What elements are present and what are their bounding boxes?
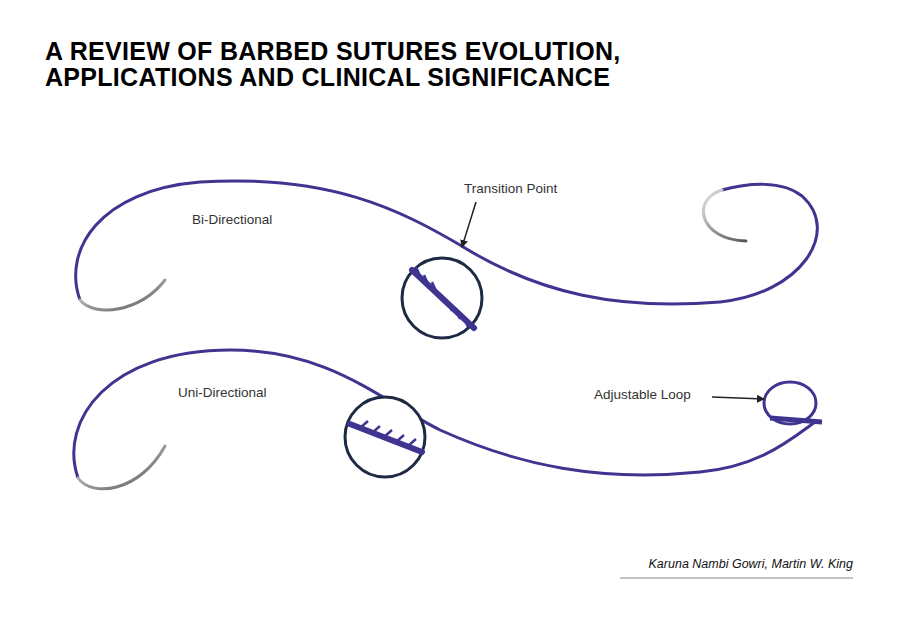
part-label: Transition Point: [462, 181, 559, 196]
part-label: Adjustable Loop: [592, 387, 693, 402]
part-label: Bi-Directional: [190, 212, 274, 227]
needle: [78, 446, 165, 489]
barbs: [360, 421, 416, 446]
needle: [80, 280, 165, 310]
page-title: A REVIEW OF BARBED SUTURES EVOLUTION, AP…: [45, 38, 765, 91]
leader-arrow: [462, 202, 476, 247]
needle: [703, 190, 746, 241]
suture-thread: [74, 350, 815, 478]
author-caption: Karuna Nambi Gowri, Martin W. King: [649, 557, 853, 571]
magnifier: [402, 258, 482, 338]
leader-arrow: [712, 397, 764, 399]
magnifier: [345, 397, 425, 477]
caption-rule: [620, 578, 853, 579]
barbs: [416, 267, 468, 327]
part-label: Uni-Directional: [176, 385, 269, 400]
loop-knot: [770, 418, 822, 422]
